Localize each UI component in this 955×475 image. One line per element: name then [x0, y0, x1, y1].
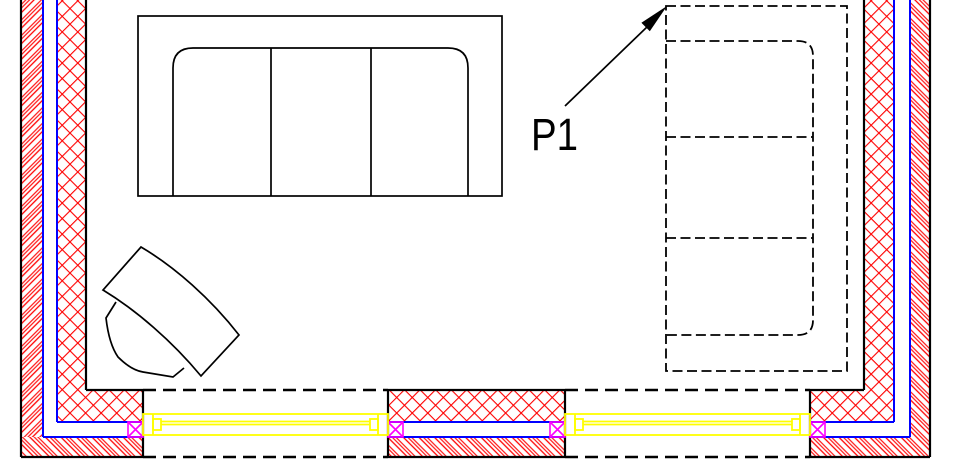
window-jamb-marker[interactable]: [549, 421, 566, 438]
leader-arrowhead: [641, 6, 667, 32]
window-end-block: [574, 418, 584, 431]
leader-line: [564, 25, 649, 107]
wall-outer-leaf-hatch: [21, 0, 930, 457]
armchair[interactable]: [101, 245, 241, 378]
sofa-three-seat[interactable]: [137, 15, 503, 197]
armchair-seat: [105, 301, 185, 378]
window-jamb-marker[interactable]: [387, 421, 404, 438]
sofa-outline: [137, 15, 503, 197]
window-glazing-lines: [583, 420, 792, 426]
armchair-body: [101, 245, 241, 378]
furniture-p1-outline: [665, 5, 848, 372]
p1-annotation[interactable]: P1: [531, 6, 667, 160]
window-right[interactable]: [564, 413, 811, 436]
furniture-p1-dashed[interactable]: [665, 5, 848, 372]
window-jamb-marker[interactable]: [127, 421, 144, 438]
window-jamb-marker[interactable]: [809, 421, 826, 438]
wall-cavity-lines: [42, 0, 911, 438]
p1-label[interactable]: P1: [531, 109, 578, 160]
window-frame: [564, 413, 811, 436]
window-frame: [142, 413, 389, 436]
window-end-block: [152, 418, 162, 431]
furniture-p1-inner-outline: [666, 40, 814, 336]
window-left[interactable]: [142, 413, 389, 436]
window-end-block: [369, 418, 379, 431]
window-opening-dashed-lines: [143, 388, 810, 459]
sofa-seat-outline: [172, 47, 469, 196]
wall-inner-leaf-hatch: [57, 0, 894, 422]
wall-face-lines: [19, 0, 932, 459]
window-glazing-lines: [161, 420, 370, 426]
window-end-block: [791, 418, 801, 431]
